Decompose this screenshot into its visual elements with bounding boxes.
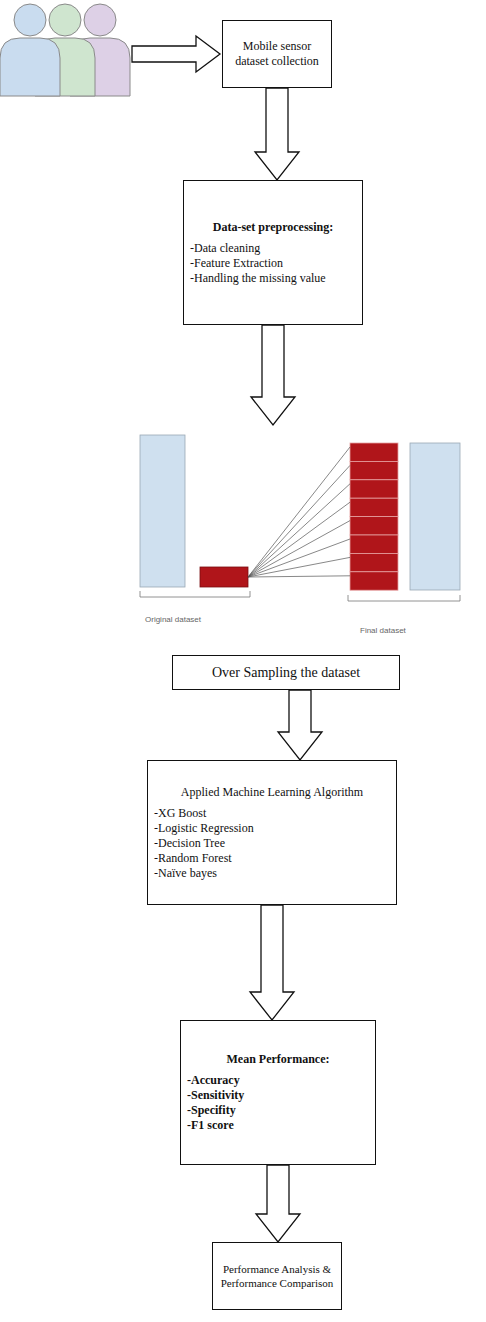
box-heading: Over Sampling the dataset xyxy=(179,664,393,681)
dataset-label: Original dataset xyxy=(145,615,201,624)
process-box: Performance Analysis & Performance Compa… xyxy=(212,1242,342,1310)
box-heading: Performance Analysis & Performance Compa… xyxy=(219,1262,335,1290)
flow-arrow xyxy=(255,88,299,180)
process-box: Mobile sensor dataset collection xyxy=(222,20,332,88)
list-item: -Handling the missing value xyxy=(190,271,356,286)
list-item: -F1 score xyxy=(187,1118,369,1133)
list-item: -Decision Tree xyxy=(154,836,390,851)
list-item: -Logistic Regression xyxy=(154,821,390,836)
flow-arrow xyxy=(278,690,322,760)
caption-box: Over Sampling the dataset xyxy=(172,655,400,690)
list-item: -Sensitivity xyxy=(187,1088,369,1103)
list-item: -Random Forest xyxy=(154,851,390,866)
box-heading: Mean Performance: xyxy=(187,1052,369,1067)
process-box: Applied Machine Learning Algorithm -XG Bo… xyxy=(147,760,397,905)
box-heading: Applied Machine Learning Algorithm xyxy=(154,785,390,800)
box-heading: Mobile sensor dataset collection xyxy=(229,39,325,69)
dataset-label: Final dataset xyxy=(360,626,406,635)
flow-arrow xyxy=(251,325,295,425)
box-heading: Data-set preprocessing: xyxy=(190,220,356,235)
list-item: -Accuracy xyxy=(187,1073,369,1088)
list-item: -Feature Extraction xyxy=(190,256,356,271)
people-icon xyxy=(0,0,140,100)
list-item: -XG Boost xyxy=(154,806,390,821)
flow-arrow xyxy=(250,905,294,1020)
process-box: Mean Performance: -Accuracy-Sensitivity-S… xyxy=(180,1020,376,1165)
oversampling-step: Over Sampling the dataset xyxy=(130,425,470,690)
flow-arrow xyxy=(256,1165,300,1242)
list-item: -Specifity xyxy=(187,1103,369,1118)
list-item: -Naïve bayes xyxy=(154,866,390,881)
list-item: -Data cleaning xyxy=(190,241,356,256)
process-box: Data-set preprocessing: -Data cleaning-Fe… xyxy=(183,180,363,325)
